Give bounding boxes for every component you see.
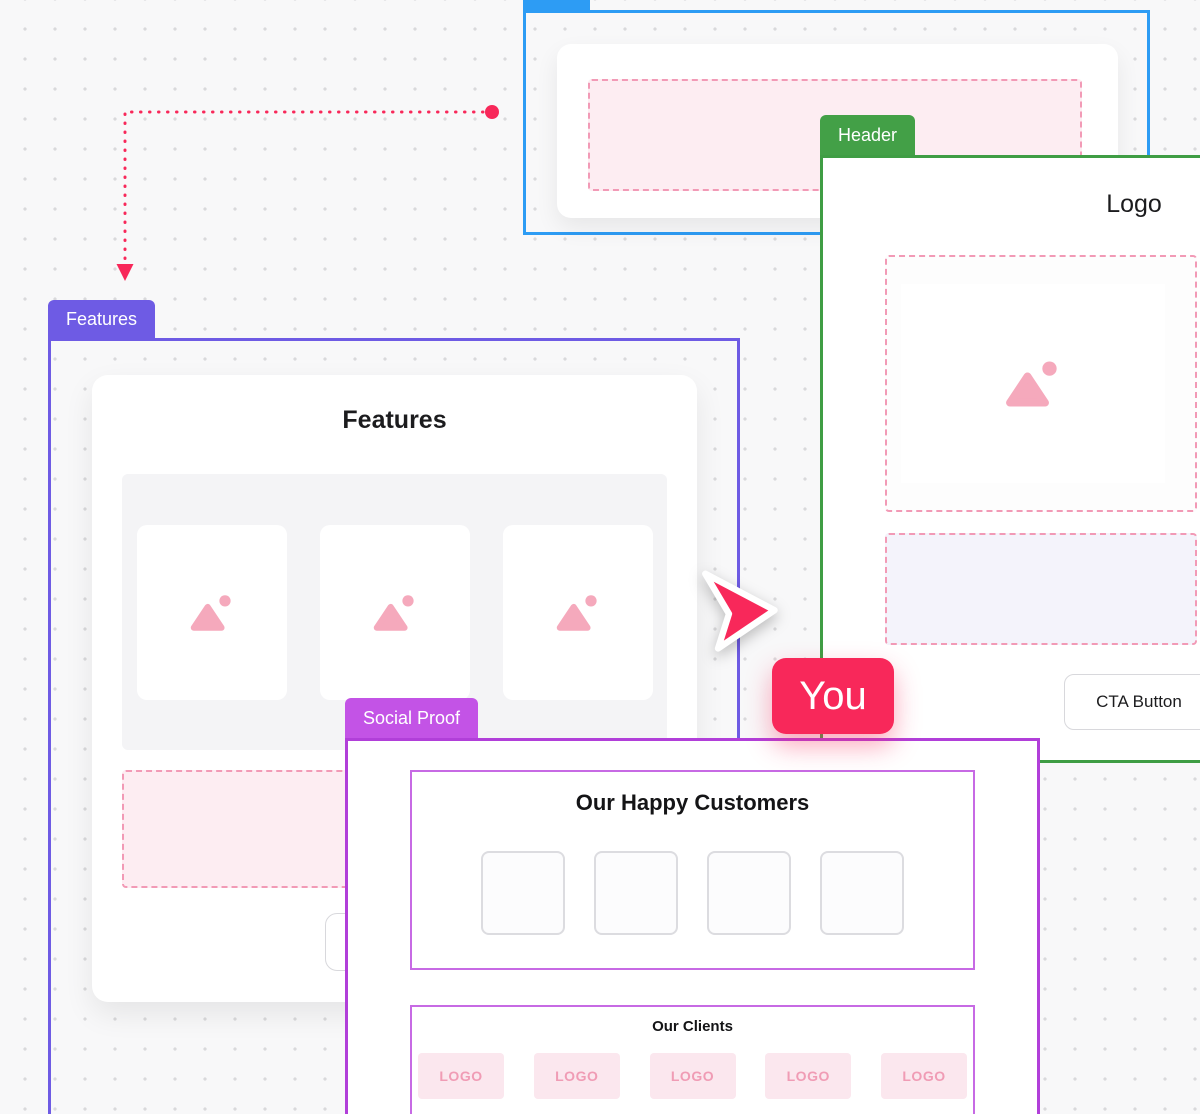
header-image-box [901,284,1165,483]
client-logo-placeholder: LOGO [533,1053,620,1099]
features-title: Features [342,406,447,434]
feature-item [502,525,653,700]
client-logo-placeholder: LOGO [418,1053,504,1099]
features-section-outline [48,338,740,1114]
customers-title: Our Happy Customers [575,790,810,815]
image-placeholder-icon [556,594,597,631]
feature-item [136,525,287,700]
connector-dot [485,105,499,119]
clients-logos: LOGO LOGO LOGO LOGO LOGO [418,1053,967,1099]
social-proof-section-tag: Social Proof [345,698,479,738]
features-section-tag: Features [48,300,156,338]
features-grid [122,474,667,750]
customer-placeholder [707,851,791,935]
slot-section-tag: Slot [523,0,591,12]
header-cta-button[interactable]: CTA Button [1064,674,1200,730]
client-logo-placeholder: LOGO [881,1053,967,1099]
customers-avatars [410,851,975,935]
header-nav-placeholder [885,533,1197,645]
customer-placeholder [820,851,904,935]
logo-title: Logo [1106,190,1162,218]
feature-item [319,525,470,700]
customer-placeholder [481,851,565,935]
clients-title: Our Clients [652,1018,733,1035]
image-placeholder-icon [1006,360,1057,407]
client-logo-placeholder: LOGO [649,1053,736,1099]
connector-arrowhead [116,264,134,281]
image-placeholder-icon [190,594,231,631]
header-section-tag: Header [820,115,916,155]
image-placeholder-icon [373,594,414,631]
client-logo-placeholder: LOGO [765,1053,852,1099]
cursor-icon [702,570,778,652]
you-cursor-label: You [772,658,894,734]
customer-placeholder [594,851,678,935]
